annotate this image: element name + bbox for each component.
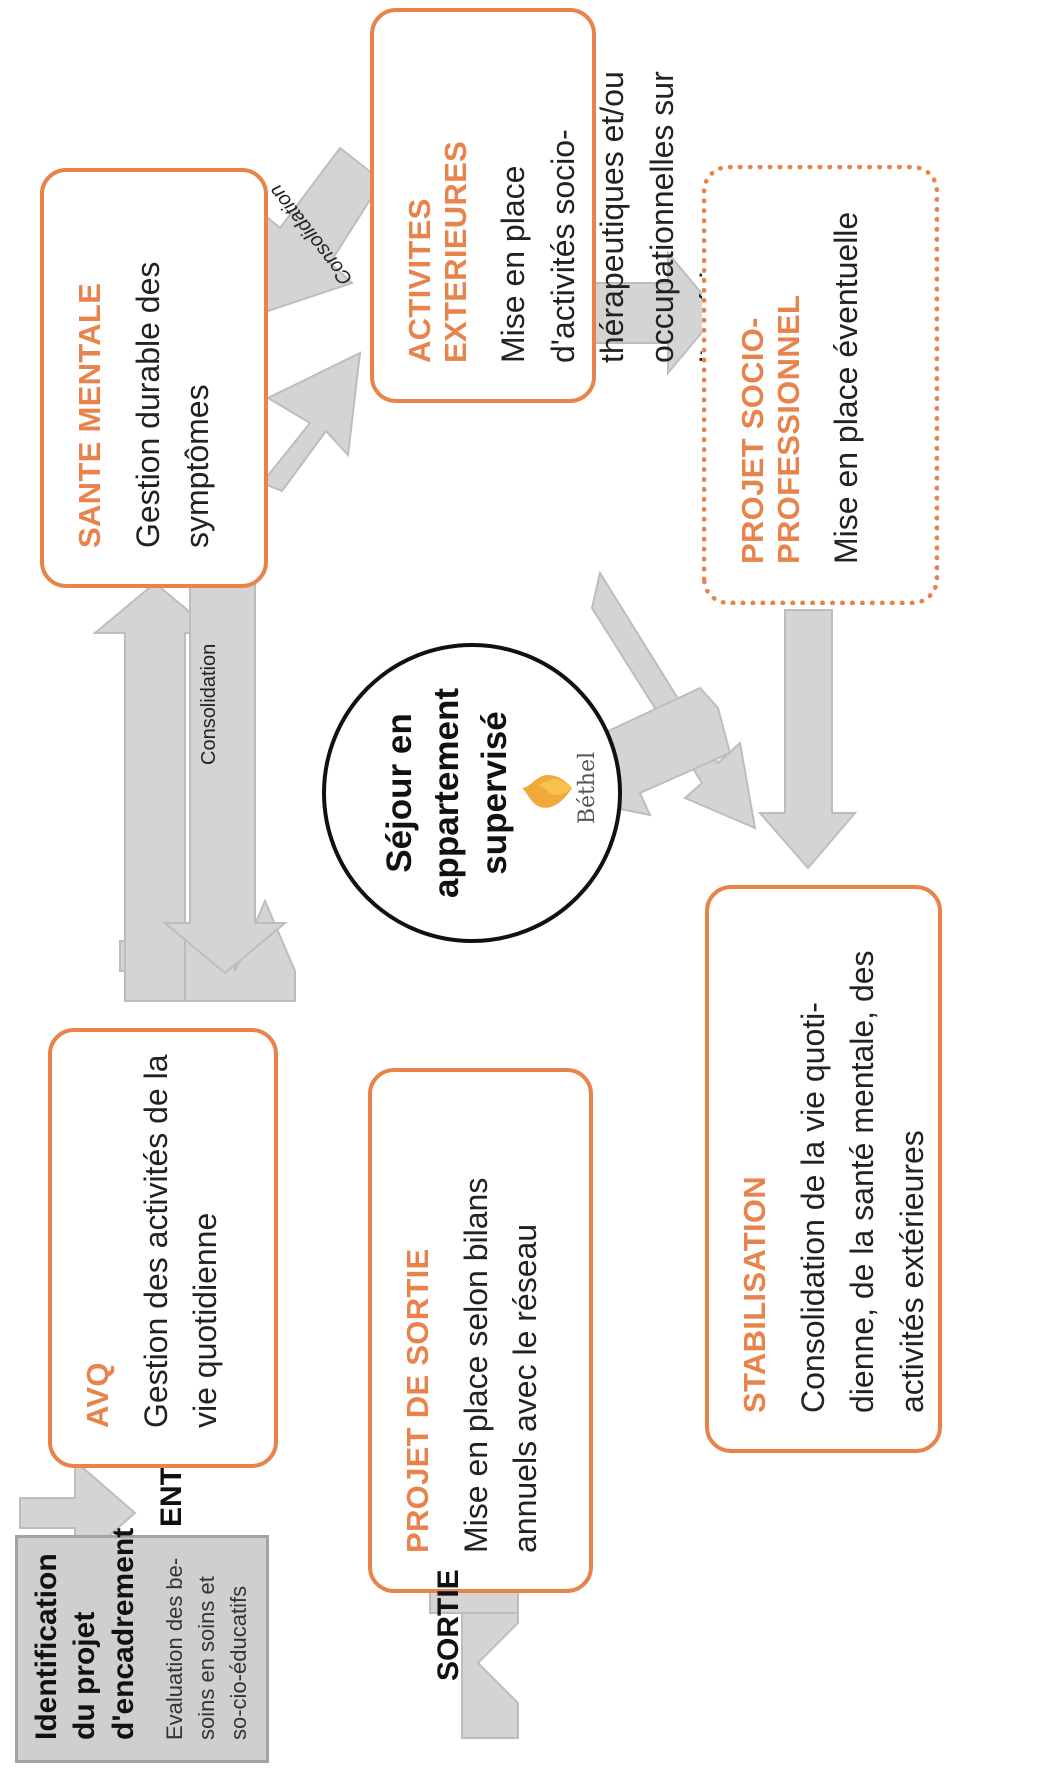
entry-arrow <box>19 1458 137 1568</box>
box-stabilisation: STABILISATION Consolidation de la vie qu… <box>705 885 942 1453</box>
box-avq-title: AVQ <box>80 1362 115 1428</box>
bethel-flame-logo: Béthel <box>522 745 600 831</box>
exit-tag: SORTIE <box>432 1569 465 1681</box>
box-activites-exterieures-title: ACTIVITES EXTERIEURES <box>402 140 473 363</box>
entry-title: Identification du projet d'encadrement <box>30 1527 140 1740</box>
box-projet-socio-professionnel-body: Mise en place éventuelle <box>828 211 865 564</box>
entry-identification-box: Identification du projet d'encadrement E… <box>15 1527 269 1763</box>
box-projet-de-sortie-body: Mise en place selon bilans annuels avec … <box>457 1177 544 1553</box>
center-circle: Séjour en appartement supervisé Béthel <box>322 643 622 943</box>
consolidation-label-1: Consolidation <box>198 643 220 765</box>
center-text: Séjour en appartement supervisé <box>380 687 514 899</box>
logo-text: Béthel <box>575 751 600 825</box>
box-activites-exterieures: ACTIVITES EXTERIEURES Mise en place d'ac… <box>370 8 730 403</box>
flame-icon <box>522 775 572 808</box>
box-projet-de-sortie: PROJET DE SORTIE Mise en place selon bil… <box>368 1068 593 1593</box>
box-projet-socio-professionnel: PROJET SOCIO-PROFESSIONNEL Mise en place… <box>702 165 939 605</box>
box-projet-socio-professionnel-title: PROJET SOCIO-PROFESSIONNEL <box>735 294 806 564</box>
arrow-socio-to-stabilisation <box>757 609 858 870</box>
arrow-activites-to-socio <box>594 250 720 376</box>
box-avq: AVQ Gestion des activités de la vie quot… <box>48 1028 278 1468</box>
arrow-consolidation-sante-to-avq <box>162 582 288 975</box>
box-sante-mentale-title: SANTE MENTALE <box>72 282 107 548</box>
box-sante-mentale: SANTE MENTALE Gestion durable des symptô… <box>40 168 268 588</box>
box-sante-mentale-body: Gestion durable des symptômes <box>129 261 216 548</box>
entry-body: Evaluation des be-soins en soins et so-c… <box>162 1557 251 1740</box>
box-stabilisation-body: Consolidation de la vie quoti-dienne, de… <box>794 950 930 1413</box>
box-stabilisation-title: STABILISATION <box>737 1176 772 1413</box>
box-activites-exterieures-body: Mise en place d'activités socio-thérapeu… <box>495 71 729 363</box>
arrow-sante-to-activites <box>260 351 362 493</box>
box-avq-body: Gestion des activités de la vie quotidie… <box>137 1054 224 1428</box>
box-projet-de-sortie-title: PROJET DE SORTIE <box>400 1248 435 1553</box>
